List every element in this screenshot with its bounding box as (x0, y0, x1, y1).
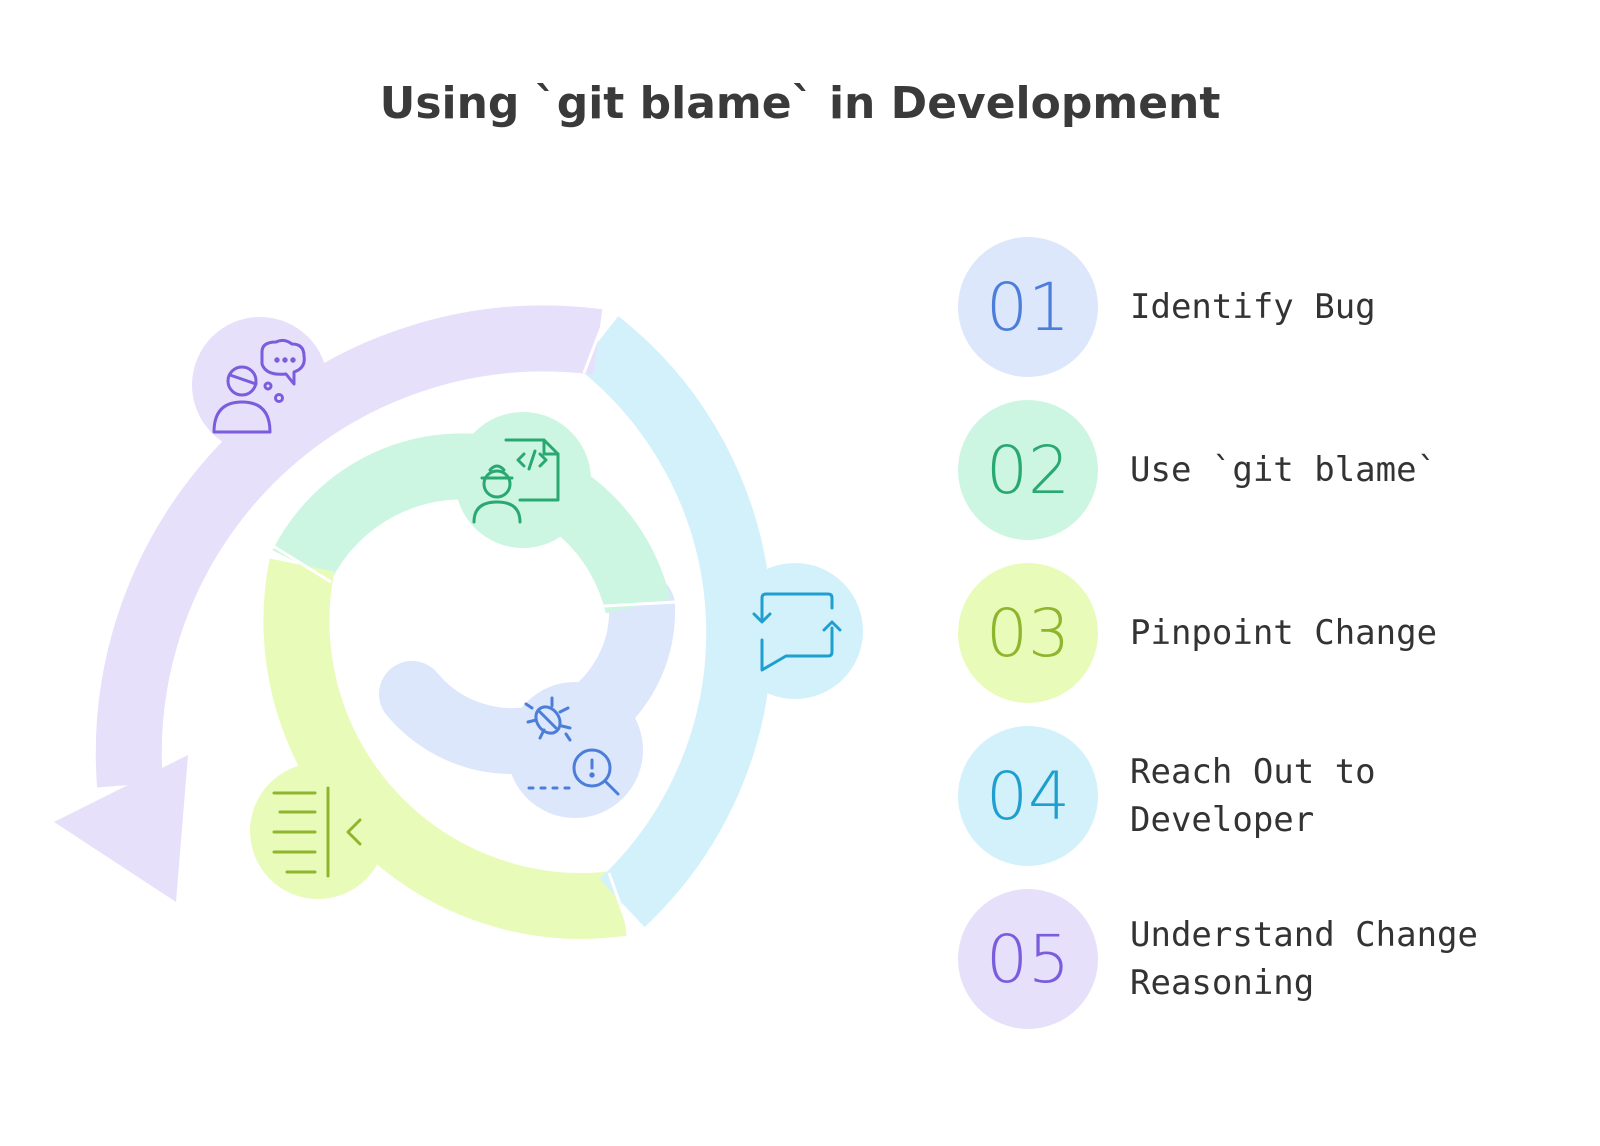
step-number-badge: 03 (958, 563, 1098, 703)
step-pinpoint-change: 03 Pinpoint Change (958, 563, 1578, 703)
spiral-arrow-head (54, 755, 188, 902)
step-label: Reach Out to Developer (1130, 752, 1376, 840)
developer-code-badge (455, 412, 591, 548)
person-thinking-badge (192, 317, 328, 453)
segment-divider (582, 309, 610, 374)
list-collapse-badge (250, 763, 386, 899)
spiral-diagram (54, 305, 863, 939)
step-label: Identify Bug (1130, 287, 1376, 327)
chat-refresh-badge (727, 563, 863, 699)
step-understand-change-reasoning: 05 Understand Change Reasoning (958, 889, 1578, 1029)
step-use-git-blame: 02 Use `git blame` (958, 400, 1578, 540)
list-collapse-icon (272, 786, 362, 878)
step-label: Pinpoint Change (1130, 613, 1438, 653)
step-number-badge: 05 (958, 889, 1098, 1029)
page-title: Using `git blame` in Development (379, 78, 1221, 129)
step-number-badge: 01 (958, 237, 1098, 377)
segment-divider (607, 872, 634, 939)
chat-refresh-icon (752, 592, 842, 672)
step-identify-bug: 01 Identify Bug (958, 237, 1578, 377)
bug-search-badge (507, 682, 643, 818)
segment-divider (272, 544, 332, 584)
step-label: Understand Change Reasoning (1130, 915, 1478, 1003)
bug-search-icon (524, 696, 620, 796)
step-reach-out-to-developer: 04 Reach Out to Developer (958, 726, 1578, 866)
step-label: Use `git blame` (1130, 450, 1438, 490)
person-thinking-icon (212, 338, 306, 434)
developer-code-icon (472, 438, 560, 524)
step-number-badge: 04 (958, 726, 1098, 866)
segment-divider (603, 600, 677, 608)
step-number-badge: 02 (958, 400, 1098, 540)
